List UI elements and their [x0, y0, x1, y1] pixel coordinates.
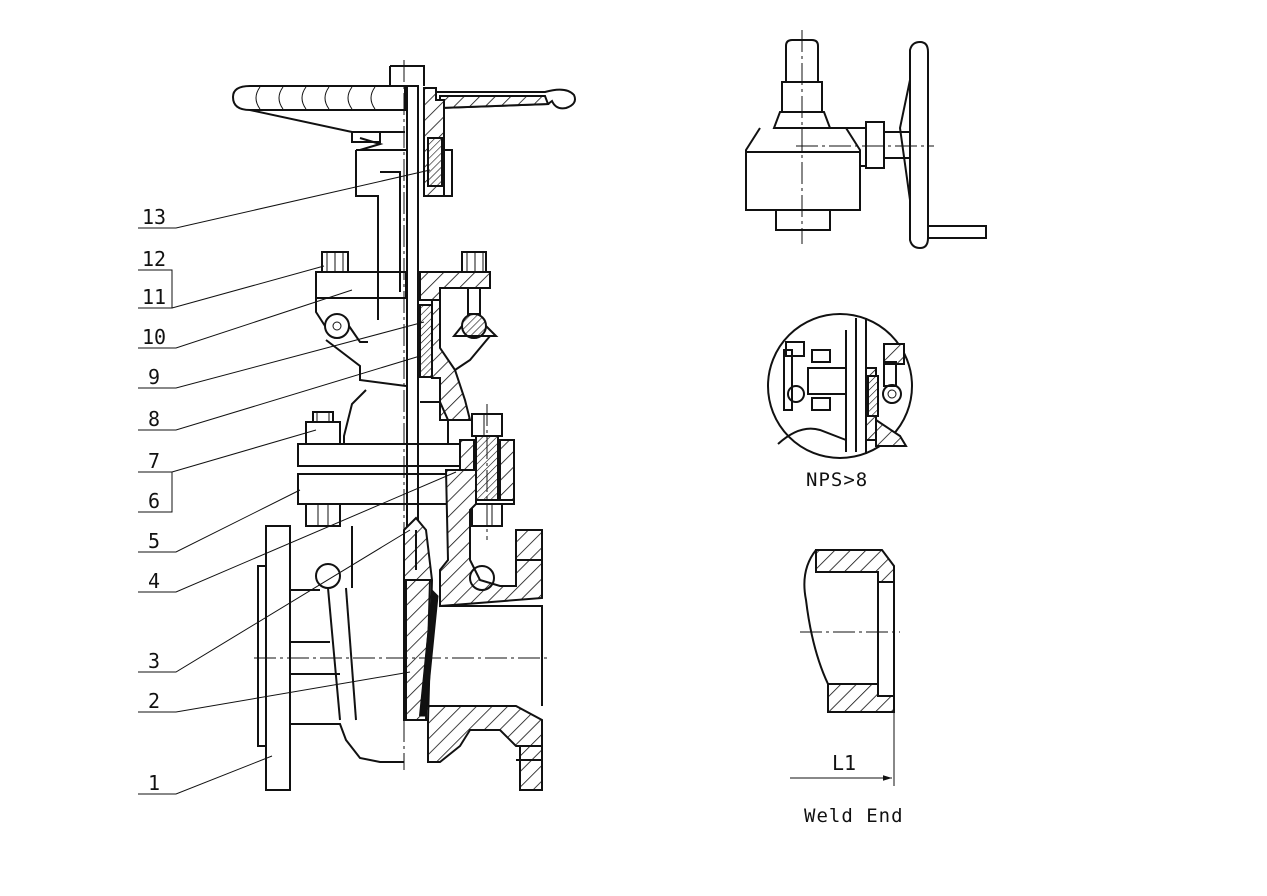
- valve-body: [257, 469, 543, 791]
- gate-wedge: [403, 516, 439, 721]
- part-number-3: 3: [148, 649, 160, 673]
- weld-end-caption: Weld End: [804, 805, 904, 827]
- bonnet-bolts: [305, 404, 503, 540]
- part-number-5: 5: [148, 529, 160, 553]
- part-number-10: 10: [142, 325, 166, 349]
- detail-caption: NPS>8: [806, 469, 868, 491]
- gland-right: [419, 251, 499, 421]
- gland-flange: [315, 251, 407, 387]
- part-callouts: 13 12 11 10 9 8 7 6 5 4 3 2 1: [138, 169, 457, 795]
- part-number-12: 12: [142, 247, 166, 271]
- part-number-7: 7: [148, 449, 160, 473]
- main-valve-section: [231, 60, 576, 791]
- part-number-9: 9: [148, 365, 160, 389]
- handwheel: [231, 85, 576, 151]
- part-number-8: 8: [148, 407, 160, 431]
- part-number-4: 4: [148, 569, 160, 593]
- part-number-2: 2: [148, 689, 160, 713]
- detail-nps-gt-8: NPS>8: [767, 313, 913, 491]
- weld-end-dimension-label: L1: [832, 751, 856, 775]
- yoke-nut: [355, 87, 453, 320]
- part-number-6: 6: [148, 489, 160, 513]
- gear-operator-view: [745, 30, 987, 250]
- part-number-13: 13: [142, 205, 166, 229]
- part-number-1: 1: [148, 771, 160, 795]
- weld-end-view: L1 Weld End: [790, 549, 904, 827]
- part-number-11: 11: [142, 285, 166, 309]
